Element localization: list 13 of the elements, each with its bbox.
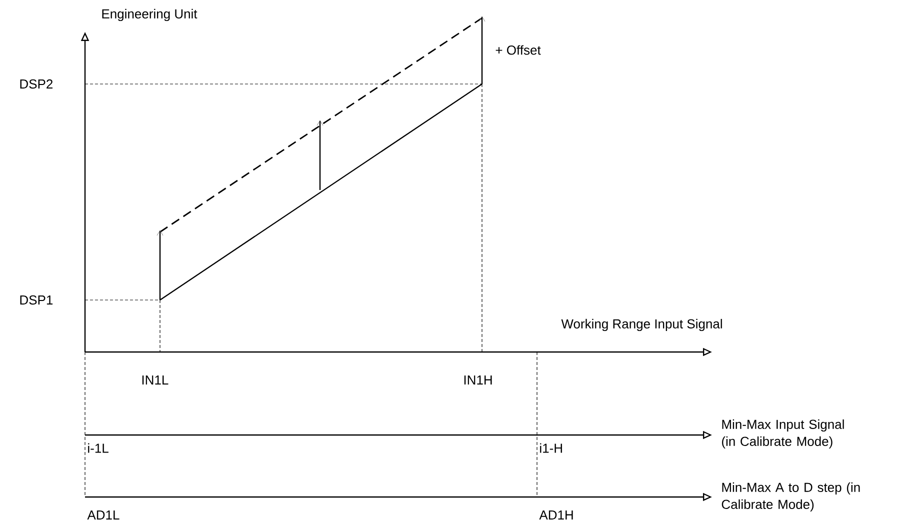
axis-label: AD1H (539, 510, 573, 520)
axis-label: i-1L (88, 443, 108, 453)
axis-label: Min-Max Input Signal (in Calibrate Mode) (722, 419, 844, 449)
axis-label: IN1H (464, 376, 492, 384)
axis-label: DSP1 (20, 295, 53, 305)
axis-label: Engineering Unit (102, 8, 198, 22)
axis-label: Working Range Input Signal (561, 318, 722, 332)
axis-label: i1-H (540, 443, 562, 453)
axis-label: DSP2 (20, 79, 52, 89)
axis-label: + Offset (496, 45, 541, 55)
axis-label: IN1L (142, 376, 168, 384)
axis-label: Min-Max A to D step (in Calibrate Mode) (722, 482, 860, 512)
axis-label: AD1L (87, 510, 120, 520)
